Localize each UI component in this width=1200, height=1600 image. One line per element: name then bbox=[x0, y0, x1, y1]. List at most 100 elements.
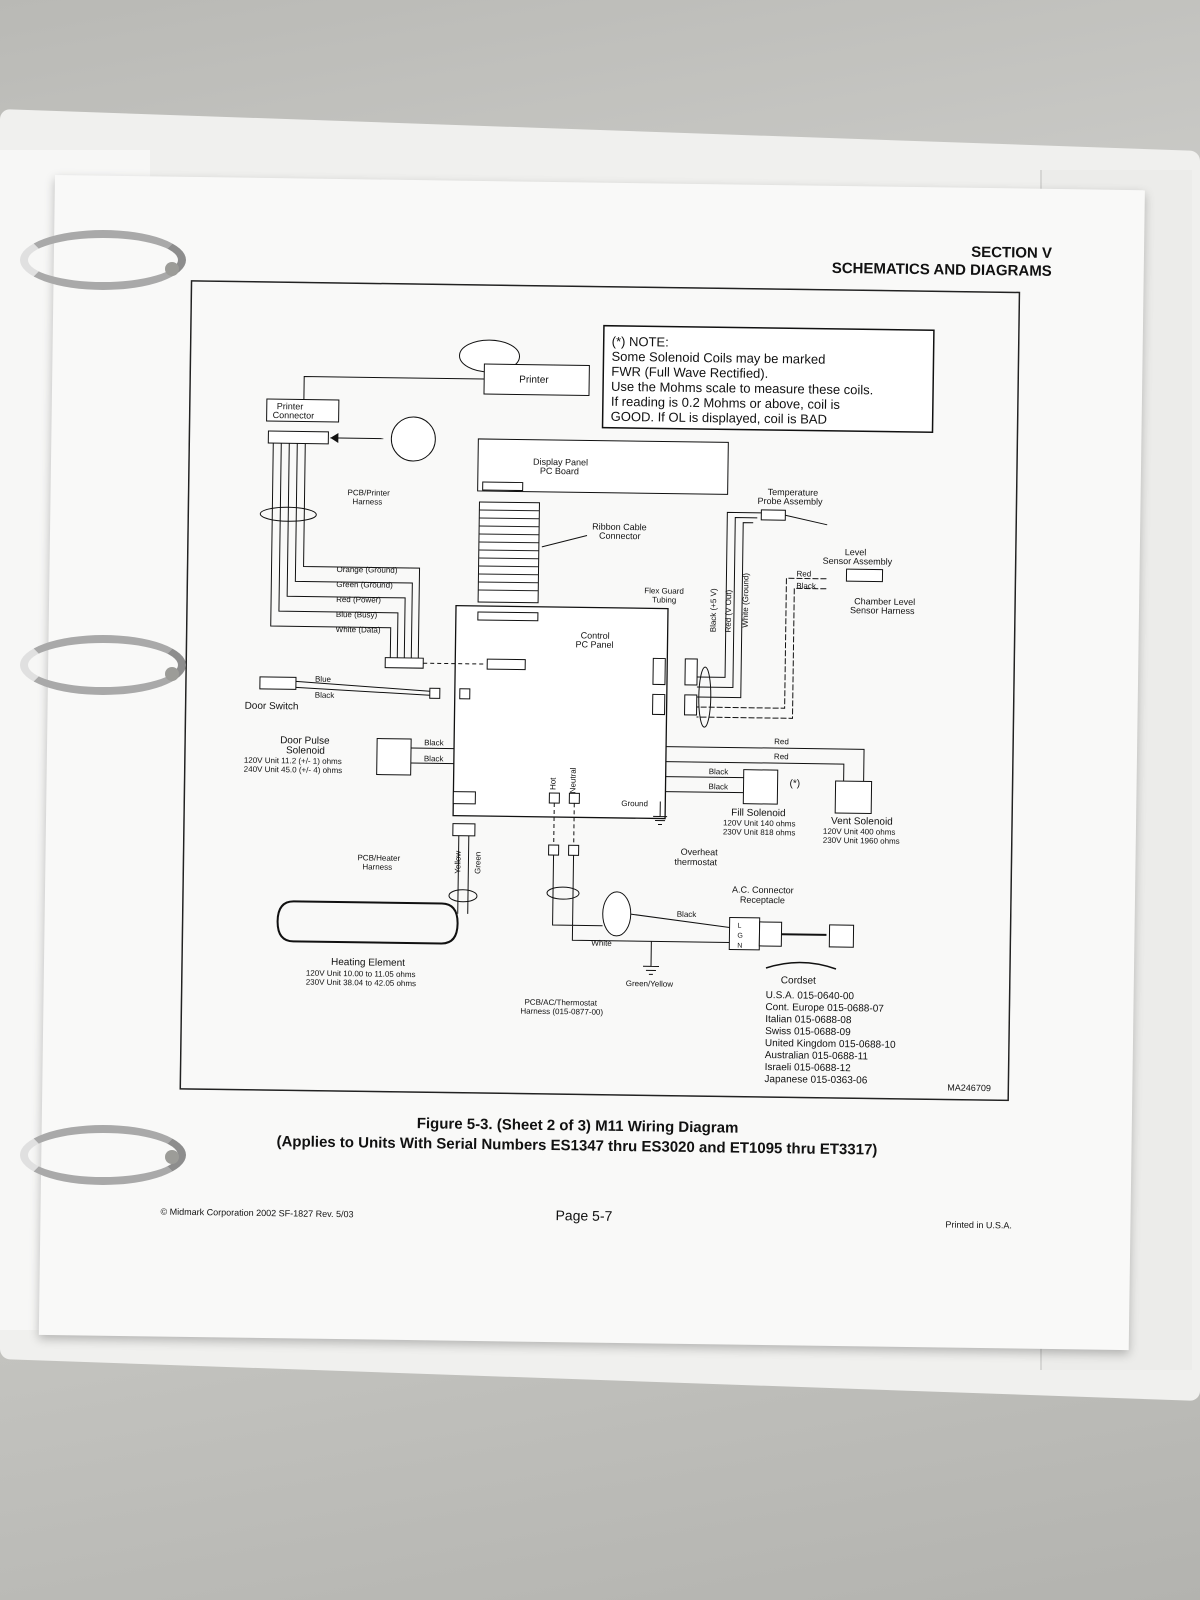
terminal-label: N bbox=[737, 943, 742, 950]
wire-label: Green bbox=[473, 852, 482, 874]
control-panel-label: Control bbox=[581, 630, 610, 640]
drawing-number: MA246709 bbox=[947, 1083, 991, 1094]
pinout-arrow bbox=[330, 437, 384, 440]
ground-symbol bbox=[643, 941, 660, 975]
note-line: Use the Mohms scale to measure these coi… bbox=[611, 379, 873, 398]
diagram-frame bbox=[179, 280, 1021, 1102]
wire-label: Black bbox=[709, 767, 730, 776]
temp-probe-label: Probe Assembly bbox=[757, 496, 823, 507]
heater-harness-label: Harness bbox=[362, 862, 392, 871]
cordset-entry: Cont. Europe 015-0688-07 bbox=[765, 1002, 884, 1015]
level-sensor-wires bbox=[696, 577, 827, 719]
ribbon-cable-label: Ribbon Cable bbox=[592, 522, 647, 533]
printer-label: Printer bbox=[519, 375, 549, 386]
harness-label: Harness bbox=[352, 497, 382, 506]
cordset-entry: U.S.A. 015-0640-00 bbox=[766, 990, 855, 1002]
flex-guard-label: Tubing bbox=[652, 595, 676, 604]
fill-solenoid-label: Fill Solenoid bbox=[731, 808, 786, 820]
solenoid-wires bbox=[410, 747, 455, 765]
dashed-link bbox=[553, 803, 575, 846]
terminal-label: G bbox=[737, 933, 743, 940]
dashed-link bbox=[423, 662, 486, 665]
cordset-entry: Australian 015-0688-11 bbox=[765, 1050, 869, 1062]
din-connector bbox=[390, 416, 436, 462]
vent-solenoid-label: Vent Solenoid bbox=[831, 816, 893, 828]
wire-label: Blue (Busy) bbox=[336, 610, 378, 620]
wire-label: Red (Power) bbox=[336, 595, 381, 605]
level-sensor-label: Level bbox=[845, 547, 867, 557]
ac-receptacle bbox=[728, 916, 761, 951]
ac-wires bbox=[552, 855, 730, 943]
ground-symbol bbox=[653, 801, 668, 826]
wiring-diagram: (*) NOTE: Some Solenoid Coils may be mar… bbox=[179, 280, 1021, 1102]
footer-printed: Printed in U.S.A. bbox=[945, 1219, 1013, 1231]
vent-spec: 230V Unit 1960 ohms bbox=[823, 836, 900, 846]
ac-harness-label: PCB/AC/Thermostat bbox=[524, 998, 597, 1008]
wire-label: White (Ground) bbox=[741, 573, 751, 628]
door-pulse-spec: 120V Unit 11.2 (+/- 1) ohms bbox=[244, 756, 342, 766]
binder-ring-bottom bbox=[20, 1125, 186, 1185]
wire-label: Black bbox=[315, 691, 336, 700]
wire-label: Red bbox=[774, 752, 789, 761]
heating-element-label: Heating Element bbox=[331, 957, 405, 969]
door-pulse-spec: 240V Unit 45.0 (+/- 4) ohms bbox=[244, 765, 343, 775]
wall-plug bbox=[828, 924, 855, 948]
ribbon-cable-stripes bbox=[478, 509, 540, 592]
binder-ring-top bbox=[20, 230, 186, 290]
wire-label: Black bbox=[796, 581, 817, 590]
cordset-entry: Israeli 015-0688-12 bbox=[765, 1062, 852, 1074]
footer-copyright: © Midmark Corporation 2002 SF-1827 Rev. … bbox=[160, 1206, 354, 1220]
note-line: GOOD. If OL is displayed, coil is BAD bbox=[611, 409, 827, 427]
note-line: If reading is 0.2 Mohms or above, coil i… bbox=[611, 394, 841, 412]
temp-probe-label: Temperature bbox=[768, 487, 819, 498]
wire-label: Black (+5 V) bbox=[709, 588, 719, 632]
control-pc-board bbox=[452, 604, 669, 820]
figure-caption-serials: (Applies to Units With Serial Numbers ES… bbox=[276, 1133, 878, 1159]
printer-cable bbox=[303, 375, 485, 402]
vent-wires bbox=[665, 746, 865, 782]
level-sensor bbox=[845, 568, 884, 583]
leader-line bbox=[541, 534, 588, 548]
punch-hole bbox=[165, 1150, 179, 1164]
door-switch-wires bbox=[295, 680, 430, 696]
cordset-entry: Japanese 015-0363-06 bbox=[764, 1074, 867, 1086]
thermostat-label: Overheat bbox=[681, 847, 719, 858]
display-panel-board bbox=[477, 438, 729, 495]
harness-band bbox=[259, 506, 317, 522]
printer-connector-label: Connector bbox=[273, 410, 315, 421]
wire-label: White bbox=[591, 939, 612, 948]
chamber-harness-label: Chamber Level bbox=[854, 596, 915, 607]
power-plug bbox=[758, 921, 783, 947]
probe-wires bbox=[696, 511, 762, 699]
flex-guard-label: Flex Guard bbox=[644, 586, 684, 596]
fill-solenoid bbox=[742, 769, 779, 805]
ribbon-cable bbox=[477, 501, 540, 604]
asterisk-marker: (*) bbox=[789, 778, 800, 789]
hot-label: Hot bbox=[548, 777, 557, 790]
vent-solenoid bbox=[834, 780, 873, 814]
ac-harness-label: Harness (015-0877-00) bbox=[520, 1007, 603, 1017]
wire-label: Red (V Out) bbox=[724, 589, 734, 632]
fill-spec: 230V Unit 818 ohms bbox=[723, 827, 796, 837]
cordset-title: Cordset bbox=[781, 975, 816, 986]
punch-hole bbox=[165, 667, 179, 681]
wire-label: Yellow bbox=[453, 851, 462, 874]
door-pulse-label: Door Pulse bbox=[280, 735, 330, 747]
display-panel-label: PC Board bbox=[540, 466, 579, 477]
cordset-entry: Italian 015-0688-08 bbox=[765, 1014, 852, 1026]
wire-label: White (Data) bbox=[336, 625, 381, 635]
control-panel-label: PC Panel bbox=[575, 639, 613, 650]
ribbon-cable-label: Connector bbox=[599, 531, 641, 542]
wire-label: Green/Yellow bbox=[626, 979, 674, 989]
door-pulse-label: Solenoid bbox=[286, 745, 325, 757]
fill-spec: 120V Unit 140 ohms bbox=[723, 818, 796, 828]
printer: Printer bbox=[459, 339, 590, 396]
wire-label: Black bbox=[424, 754, 445, 763]
heating-spec: 120V Unit 10.00 to 11.05 ohms bbox=[306, 969, 416, 980]
thermostat-label: thermostat bbox=[674, 857, 717, 868]
heater-wires bbox=[457, 835, 470, 914]
wire-label: Blue bbox=[315, 675, 332, 684]
printer-terminal-strip bbox=[267, 430, 329, 445]
punch-hole bbox=[165, 262, 179, 276]
printer-connector bbox=[266, 398, 340, 423]
